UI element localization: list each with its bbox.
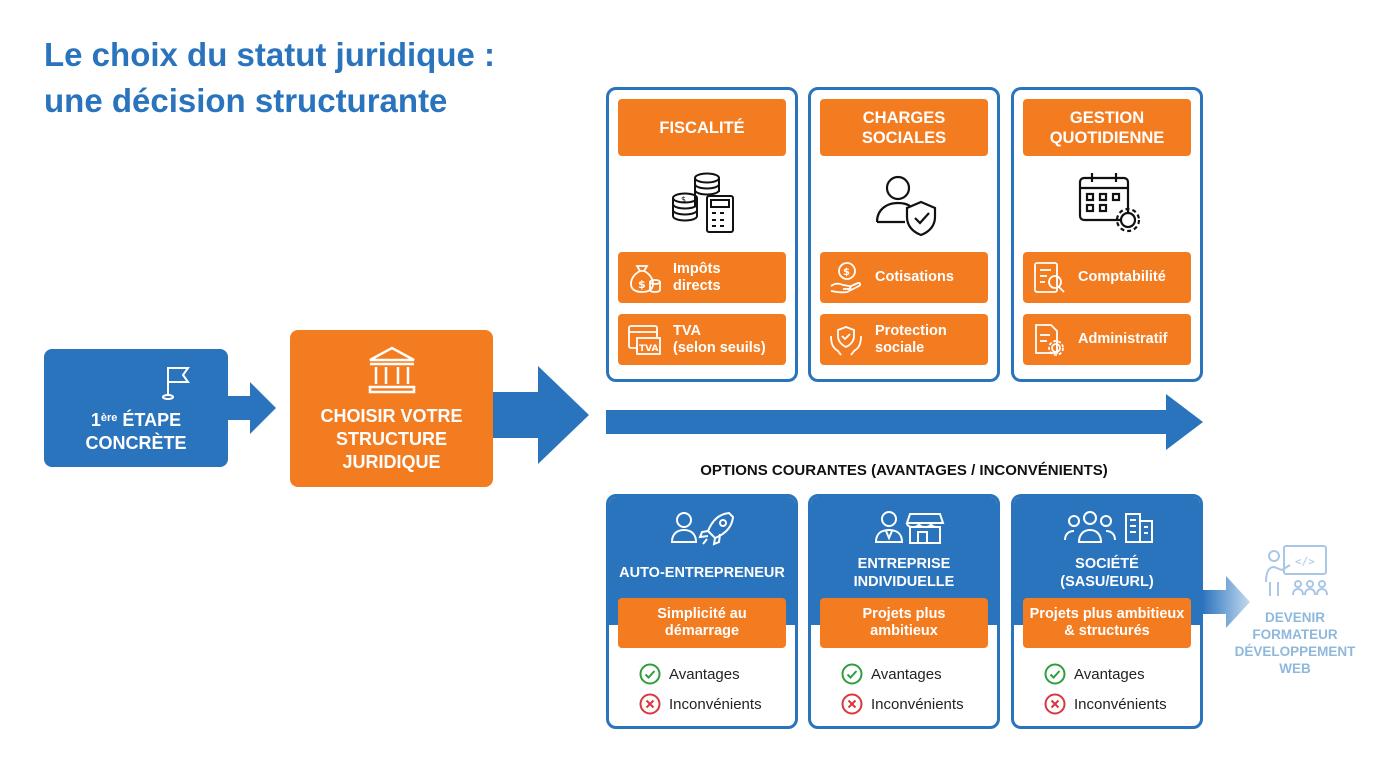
coin-hand-icon: $ (830, 262, 861, 294)
protect-hands-icon (830, 326, 862, 356)
calendar-gear-icon (1078, 173, 1141, 233)
check-circle-icon (841, 663, 863, 685)
long-timeline-arrow (606, 394, 1203, 450)
item-administratif: Administratif (1023, 314, 1191, 365)
svg-text:$: $ (843, 267, 850, 278)
option-cons-entreprise-individuelle: Inconvénients (841, 693, 964, 715)
option-pros-entreprise-individuelle: Avantages (841, 663, 942, 685)
option-tag-societe: Projets plus ambitieux& structurés (1023, 598, 1191, 648)
title-line-2: une décision structurante (44, 82, 448, 119)
criteria-title-fiscalite: FISCALITÉ (618, 99, 786, 156)
page-title: Le choix du statut juridique : une décis… (44, 32, 495, 124)
person-shop-icon (874, 511, 945, 544)
person-rocket-icon (670, 511, 735, 546)
item-comptabilite: Comptabilité (1023, 252, 1191, 303)
cross-circle-icon (841, 693, 863, 715)
user-shield-icon (875, 175, 937, 237)
coins-calculator-icon: $ (672, 172, 734, 233)
bank-building-icon (368, 346, 416, 394)
option-name-societe: SOCIÉTÉ(SASU/EURL) (1060, 556, 1154, 590)
arrow-choose-to-options (493, 366, 589, 464)
money-bag-icon: $ (630, 265, 661, 293)
check-circle-icon (1044, 663, 1066, 685)
cross-circle-icon (1044, 693, 1066, 715)
cross-circle-icon (639, 693, 661, 715)
svg-text:$: $ (681, 195, 686, 204)
option-name-auto-entrepreneur: AUTO-ENTREPRENEUR (619, 565, 785, 581)
options-section-label: OPTIONS COURANTES (AVANTAGES / INCONVÉNI… (700, 462, 1108, 479)
team-building-icon (1064, 511, 1153, 543)
first-step-box: 1ère ÉTAPE CONCRÈTE (44, 349, 228, 467)
option-pros-societe: Avantages (1044, 663, 1145, 685)
trainer-board-icon: </> (1265, 545, 1328, 596)
title-line-1: Le choix du statut juridique : (44, 36, 496, 73)
admin-doc-gear-icon (1035, 324, 1064, 356)
arrow-to-future-step (1202, 576, 1250, 628)
first-step-label: 1ère ÉTAPE CONCRÈTE (85, 410, 187, 453)
arrow-step-to-choose (228, 382, 276, 434)
flag-icon (162, 367, 190, 400)
tva-window-icon: TVA (628, 325, 661, 355)
accounting-doc-icon (1034, 262, 1065, 293)
option-cons-auto-entrepreneur: Inconvénients (639, 693, 762, 715)
svg-text:$: $ (638, 278, 646, 291)
svg-text:</>: </> (1295, 555, 1315, 568)
item-tva: TVA TVA(selon seuils) (618, 314, 786, 365)
check-circle-icon (639, 663, 661, 685)
option-cons-societe: Inconvénients (1044, 693, 1167, 715)
option-card-societe: SOCIÉTÉ(SASU/EURL) Projets plus ambitieu… (1011, 494, 1203, 729)
item-cotisations: $ Cotisations (820, 252, 988, 303)
option-pros-auto-entrepreneur: Avantages (639, 663, 740, 685)
svg-text:TVA: TVA (639, 344, 658, 354)
